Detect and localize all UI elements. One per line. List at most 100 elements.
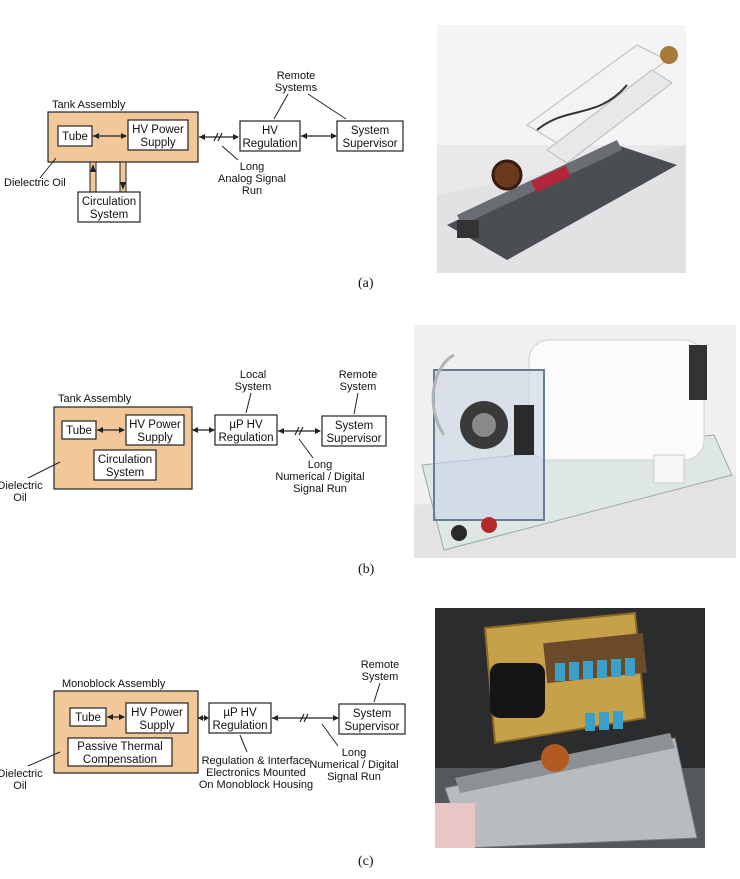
hv-power-supply-label-2: Supply xyxy=(140,137,175,149)
dielectric-oil-label-1: Dielectric xyxy=(0,768,43,780)
arrowhead xyxy=(93,133,99,139)
hv-regulation-label-1: µP HV xyxy=(229,419,263,431)
hv-regulation-box xyxy=(214,414,278,446)
panel-a: Tank Assembly Tube HV Power Supply Circu… xyxy=(0,0,740,300)
break-mark xyxy=(213,132,219,142)
hv-power-supply-label-1: HV Power xyxy=(132,124,184,136)
supervisor-label-1: System xyxy=(353,708,391,720)
mount-note-2: Electronics Mounted xyxy=(206,767,306,779)
hv-regulation-box xyxy=(239,120,301,152)
break-mark xyxy=(303,713,309,723)
break-mark xyxy=(294,426,300,436)
supervisor-label-2: Supervisor xyxy=(343,138,398,150)
arrowhead xyxy=(119,427,125,433)
hv-regulation-box xyxy=(208,702,272,734)
run-label-2: Numerical / Digital xyxy=(309,759,398,771)
assembly-title: Tank Assembly xyxy=(58,393,132,405)
supervisor-label-1: System xyxy=(335,420,373,432)
local-system-label-2: System xyxy=(235,381,272,393)
arrowhead xyxy=(331,133,337,139)
run-leader xyxy=(221,145,239,161)
circulation-system-box xyxy=(93,449,157,481)
run-label-3: Run xyxy=(242,185,262,197)
tube-box xyxy=(57,125,93,147)
run-label-3: Signal Run xyxy=(293,483,347,495)
dielectric-oil-label-2: Oil xyxy=(13,492,26,504)
system-supervisor-box xyxy=(338,703,406,735)
arrowhead xyxy=(315,428,321,434)
arrowhead xyxy=(278,428,284,434)
hv-regulation-label-2: Regulation xyxy=(219,432,274,444)
mount-note-1: Regulation & Interface xyxy=(202,755,311,767)
diagram-a: Tank Assembly Tube HV Power Supply Circu… xyxy=(4,70,404,223)
passive-thermal-label-1: Passive Thermal xyxy=(77,741,162,753)
local-leader xyxy=(245,392,252,414)
arrowhead xyxy=(120,182,126,190)
remote-leader xyxy=(307,93,347,120)
tube-box xyxy=(61,420,97,440)
circulation-label-1: Circulation xyxy=(82,196,136,208)
hv-power-supply-box xyxy=(125,702,189,734)
remote-system-label-2: System xyxy=(362,671,399,683)
hv-regulation-label-2: Regulation xyxy=(213,720,268,732)
tube-label: Tube xyxy=(66,425,92,437)
hv-regulation-label-2: Regulation xyxy=(243,138,298,150)
arrowhead xyxy=(333,715,339,721)
arrowhead xyxy=(204,715,209,721)
dielectric-oil-label-2: Oil xyxy=(13,780,26,792)
hv-power-supply-box xyxy=(127,119,189,151)
remote-leader xyxy=(353,392,359,415)
arrowhead xyxy=(301,133,307,139)
run-label-1: Long xyxy=(342,747,366,759)
circulation-label-1: Circulation xyxy=(98,454,152,466)
mount-note-3: On Monoblock Housing xyxy=(199,779,313,791)
arrowhead xyxy=(198,715,203,721)
supervisor-label-2: Supervisor xyxy=(327,433,382,445)
remote-leader xyxy=(373,682,381,703)
arrowhead xyxy=(90,164,96,172)
hv-power-supply-label-2: Supply xyxy=(139,720,174,732)
diagram-c: Monoblock Assembly Tube HV Power Supply … xyxy=(0,659,406,792)
remote-leader xyxy=(273,93,289,120)
assembly-title: Tank Assembly xyxy=(52,99,126,111)
circulation-label-2: System xyxy=(106,467,144,479)
oil-leader xyxy=(39,157,57,179)
run-label-2: Analog Signal xyxy=(218,173,286,185)
caption-a: (a) xyxy=(358,276,374,291)
assembly-title: Monoblock Assembly xyxy=(62,678,166,690)
run-label-1: Long xyxy=(308,459,332,471)
break-mark xyxy=(217,132,223,142)
hv-power-supply-label-2: Supply xyxy=(137,432,172,444)
remote-systems-label-2: Systems xyxy=(275,82,318,94)
system-supervisor-box xyxy=(321,415,387,447)
dielectric-oil-label-1: Dielectric xyxy=(0,480,43,492)
oil-leader xyxy=(27,751,61,767)
circulation-system-box xyxy=(77,191,141,223)
oil-leader xyxy=(27,461,61,479)
remote-systems-label-1: Remote xyxy=(277,70,316,82)
photo-c xyxy=(435,608,705,848)
passive-thermal-box xyxy=(67,737,173,767)
caption-c: (c) xyxy=(358,854,374,869)
hv-power-supply-box xyxy=(125,414,185,446)
passive-thermal-label-2: Compensation xyxy=(83,754,157,766)
run-label-1: Long xyxy=(240,161,264,173)
arrowhead xyxy=(233,134,239,140)
break-mark xyxy=(299,713,305,723)
tube-label: Tube xyxy=(62,131,88,143)
mount-leader xyxy=(239,734,248,753)
photo-b xyxy=(414,325,736,558)
arrowhead xyxy=(199,134,205,140)
caption-b: (b) xyxy=(358,562,375,577)
run-label-3: Signal Run xyxy=(327,771,381,783)
dielectric-oil-label: Dielectric Oil xyxy=(4,177,66,189)
remote-system-label-1: Remote xyxy=(339,369,378,381)
tube-label: Tube xyxy=(75,712,101,724)
arrowhead xyxy=(97,427,103,433)
system-supervisor-box xyxy=(336,120,404,152)
hv-regulation-label-1: HV xyxy=(262,125,278,137)
arrowhead xyxy=(209,427,215,433)
hv-power-supply-label-1: HV Power xyxy=(131,707,183,719)
panel-c: Monoblock Assembly Tube HV Power Supply … xyxy=(0,590,740,879)
remote-system-label-1: Remote xyxy=(361,659,400,671)
